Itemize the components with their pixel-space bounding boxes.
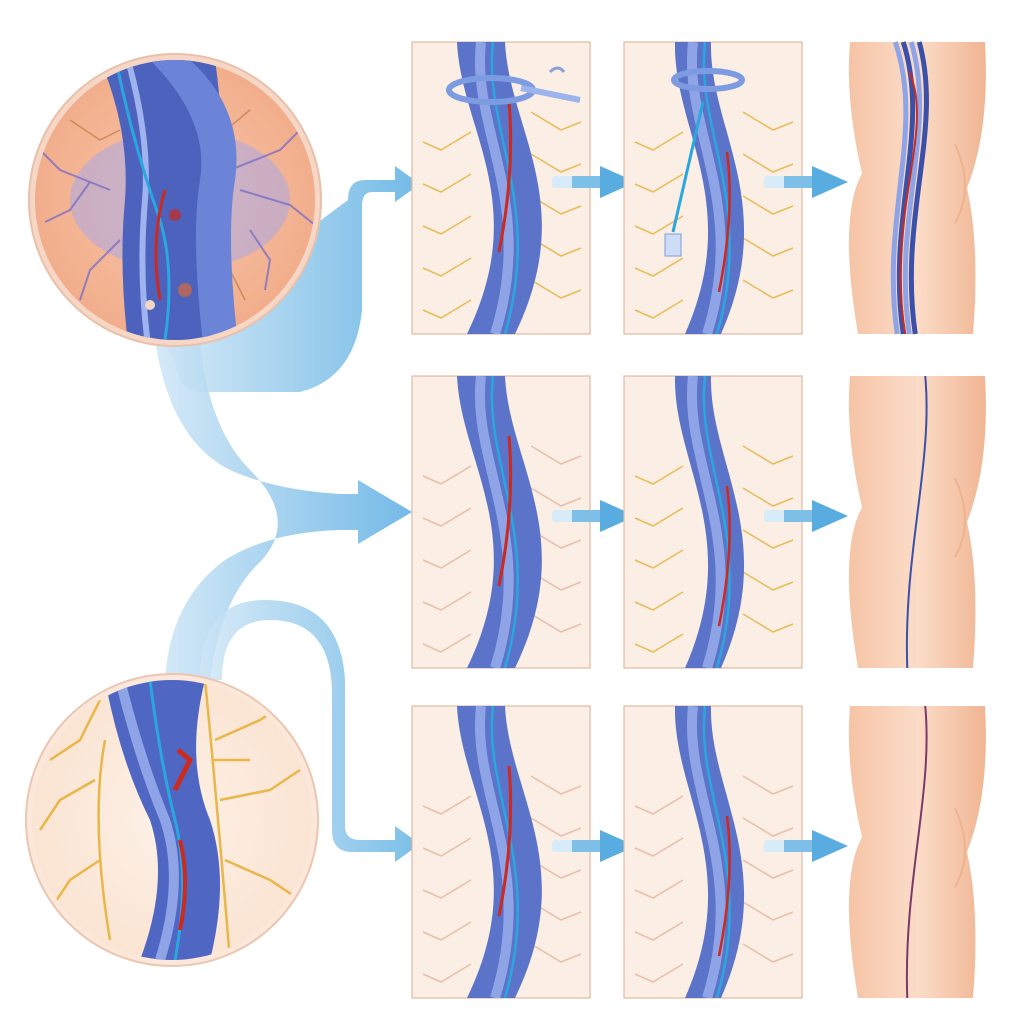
vein-stripping-icon: [634, 42, 794, 334]
row-1-vein-panel-2: [623, 41, 803, 335]
treatment-rows: [411, 41, 986, 999]
leg-vein-line: [905, 375, 928, 669]
varicose-vein-closeup: [28, 53, 322, 347]
flow-arrow-bottom-to-row3: [200, 600, 420, 862]
leg-healed-icon: [848, 705, 986, 999]
row-1-leg-panel-3: [848, 41, 986, 335]
row-3-step-arrow-1: [552, 830, 636, 862]
row-2-step-arrow-2: [764, 500, 848, 532]
stripping-tool-icon: [664, 68, 745, 257]
row-1: [411, 41, 986, 335]
row-1-vein-panel-1: [411, 41, 591, 335]
row-2-leg-panel-3: [848, 375, 986, 669]
row-3-vein-panel-1: [411, 705, 591, 999]
leg-varicose-icon: [848, 41, 986, 335]
catheter-icon: [422, 706, 582, 998]
row-2-vein-panel-1: [411, 375, 591, 669]
varicose-vein-icon: [39, 60, 315, 340]
row-2-step-arrow-1: [552, 500, 636, 532]
flow-arrow-merge-to-row2: [155, 340, 412, 680]
leg-healed-icon: [848, 375, 986, 669]
clamp-tool-icon: [446, 66, 581, 105]
row-2: [411, 375, 986, 669]
row-3-step-arrow-2: [764, 830, 848, 862]
catheter-icon: [422, 376, 582, 668]
row-3: [411, 705, 986, 999]
leg-vein-line: [905, 705, 928, 999]
vein-sealed-icon: [634, 706, 794, 998]
healthy-vein-closeup: [25, 673, 319, 967]
vein-ablation-icon: [634, 376, 794, 668]
row-3-leg-panel-3: [848, 705, 986, 999]
leg-varicose-veins: [890, 41, 929, 335]
vein-clamp-icon: [422, 42, 582, 334]
row-1-step-arrow-2: [764, 166, 848, 198]
vein-nerve-icon: [38, 680, 301, 960]
row-1-step-arrow-1: [552, 166, 636, 198]
